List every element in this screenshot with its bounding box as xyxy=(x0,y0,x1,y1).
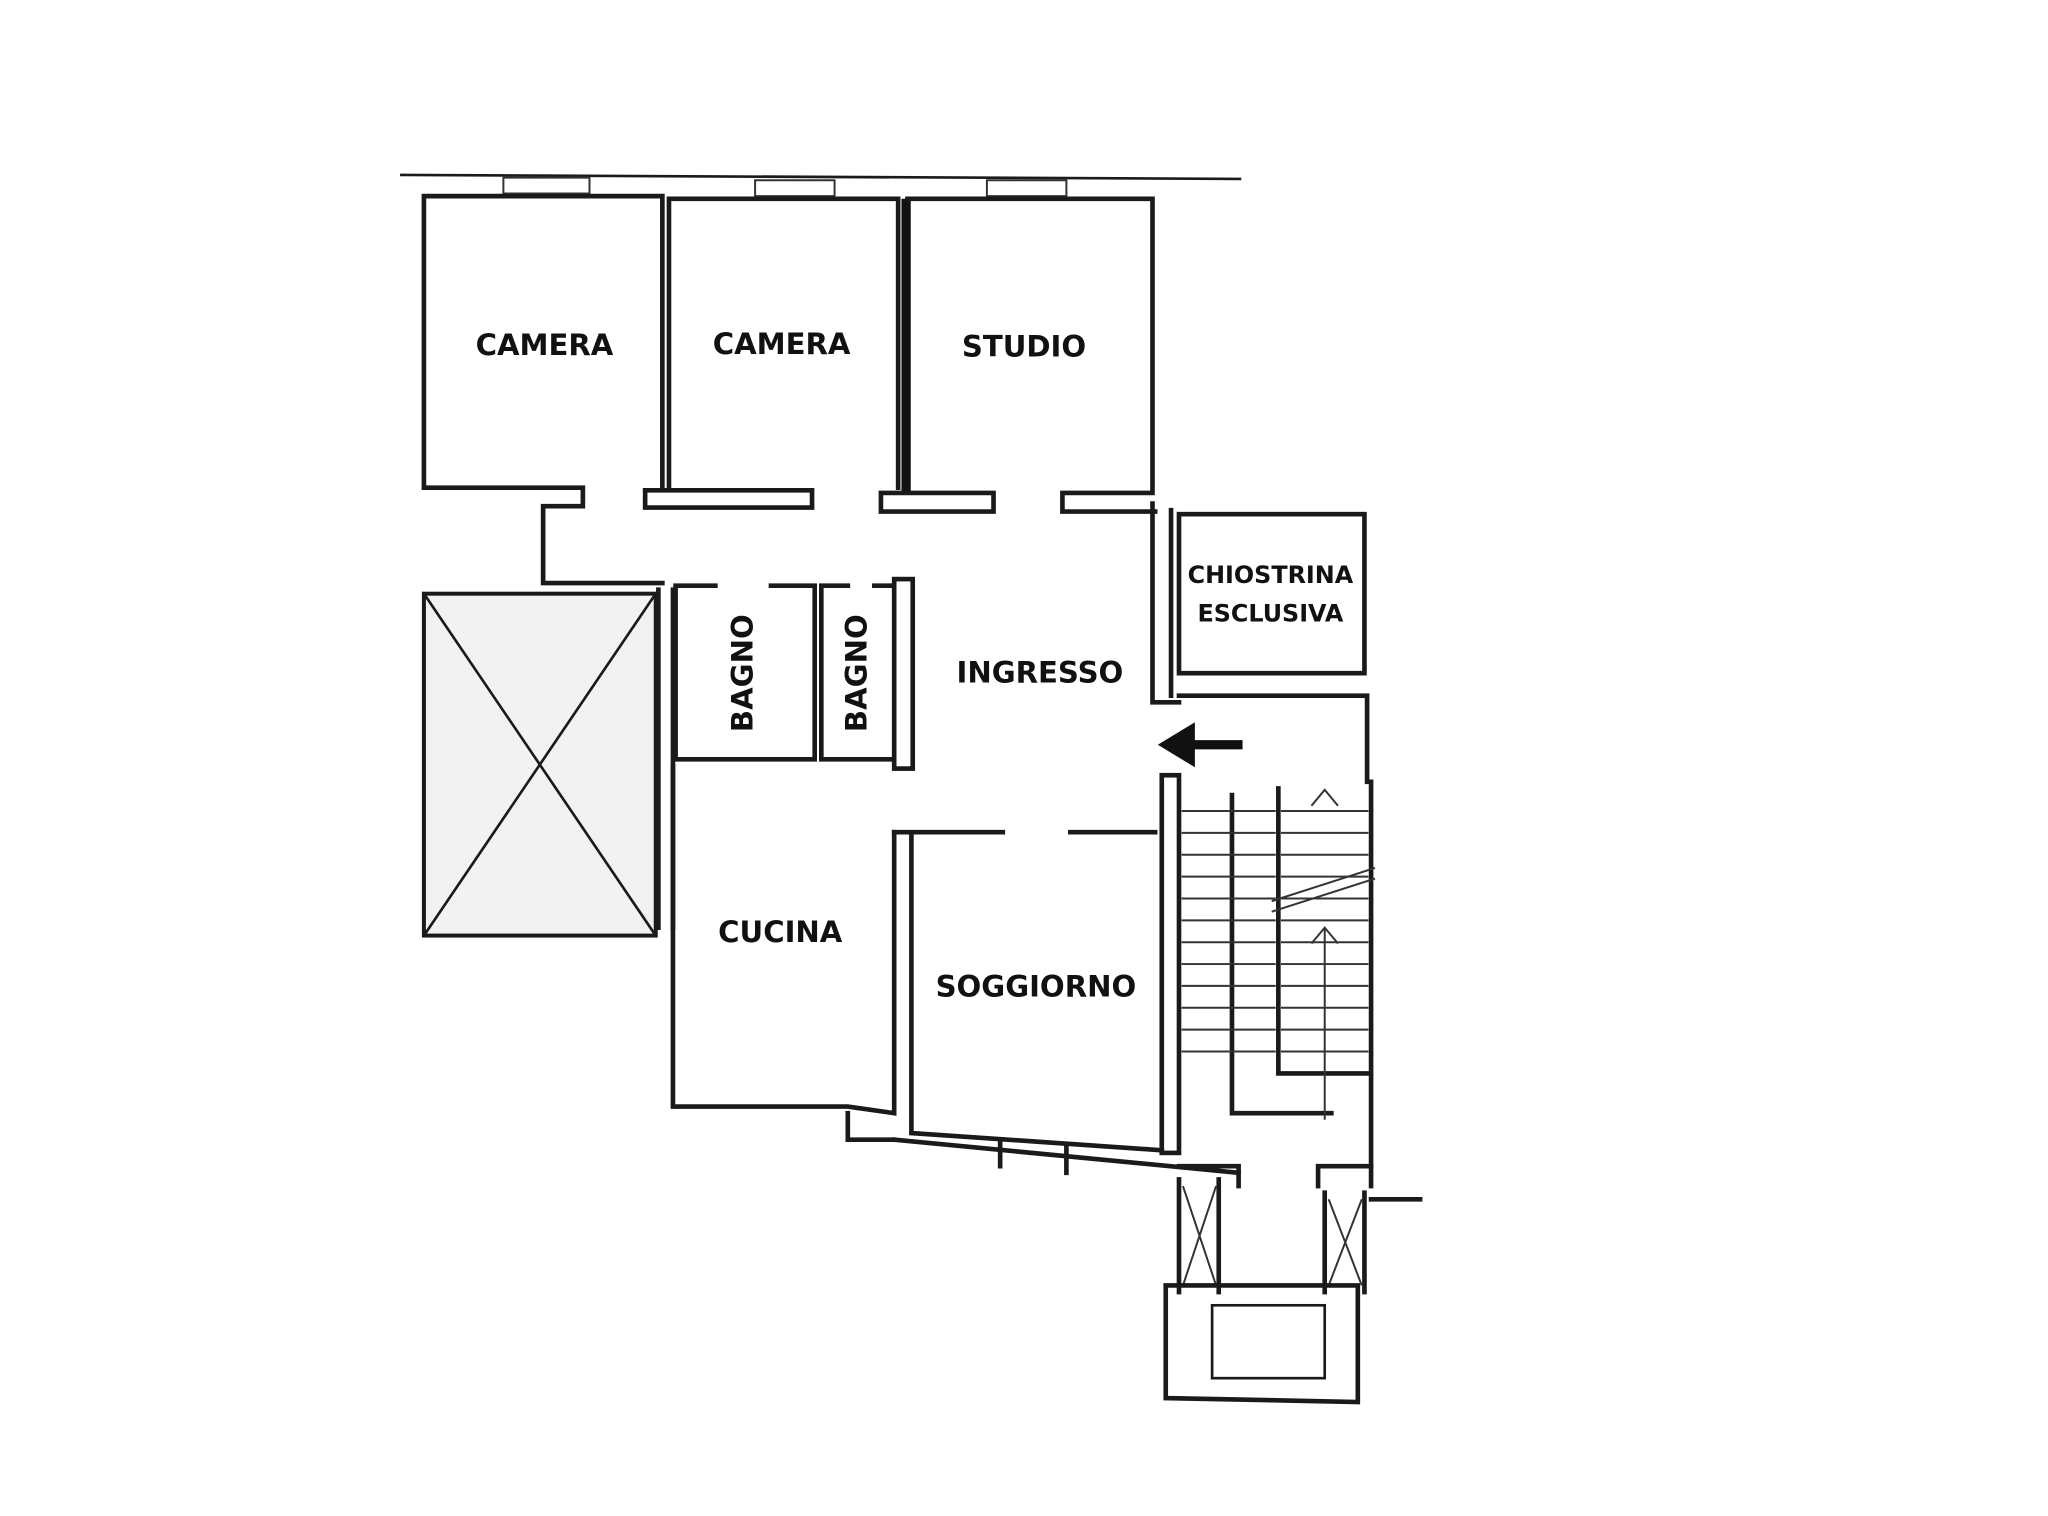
room-chiostrina-esclusiva xyxy=(1176,511,1370,785)
room-camera-2 xyxy=(642,196,901,510)
room-camera-1 xyxy=(421,193,665,586)
balcony xyxy=(1163,1177,1423,1405)
room-studio xyxy=(878,196,1158,514)
staircase xyxy=(1176,779,1376,1189)
label-cucina: CUCINA xyxy=(718,915,843,949)
room-cucina xyxy=(670,763,897,1142)
facade-wall xyxy=(400,173,1242,198)
label-ingresso: INGRESSO xyxy=(956,655,1123,689)
label-bagno-2: BAGNO xyxy=(839,614,873,732)
label-chiostrina-line1: CHIOSTRINA xyxy=(1188,561,1354,589)
label-camera-1: CAMERA xyxy=(476,328,614,362)
room-bagno-2 xyxy=(819,576,916,771)
label-chiostrina-line2: ESCLUSIVA xyxy=(1197,600,1343,628)
label-soggiorno: SOGGIORNO xyxy=(936,970,1137,1004)
label-camera-2: CAMERA xyxy=(713,327,851,361)
room-bagno-1 xyxy=(673,583,818,762)
label-bagno-1: BAGNO xyxy=(725,614,759,732)
ingresso-walls xyxy=(1150,501,1182,1156)
light-well-void xyxy=(421,587,676,938)
entrance-arrow-icon xyxy=(1157,722,1243,768)
label-studio: STUDIO xyxy=(962,329,1086,363)
room-soggiorno xyxy=(891,829,1242,1176)
